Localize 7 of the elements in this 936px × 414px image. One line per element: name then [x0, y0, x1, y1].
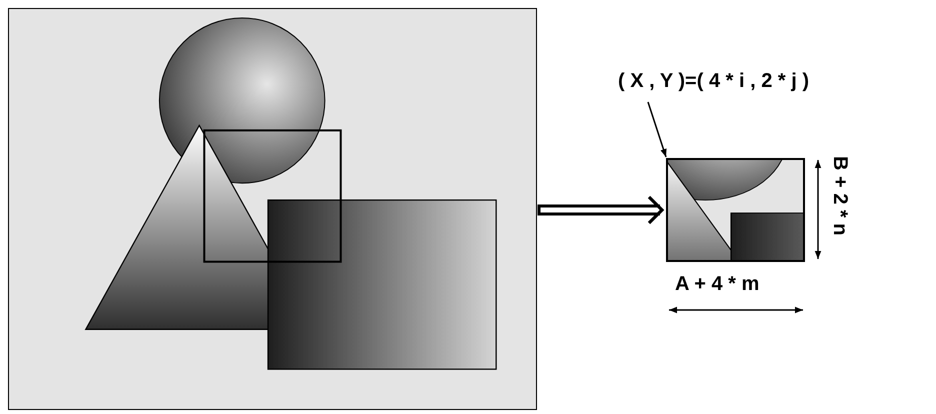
dimension-label: B + 2 * n — [828, 156, 851, 236]
cropped-drawing — [666, 158, 805, 262]
double-arrow — [538, 195, 664, 225]
dimension-label: A + 4 * m — [675, 273, 760, 296]
scene-drawing — [8, 8, 537, 410]
leader-line — [647, 102, 667, 158]
coordinate-label: ( X , Y )=( 4 * i , 2 * j ) — [618, 70, 936, 98]
